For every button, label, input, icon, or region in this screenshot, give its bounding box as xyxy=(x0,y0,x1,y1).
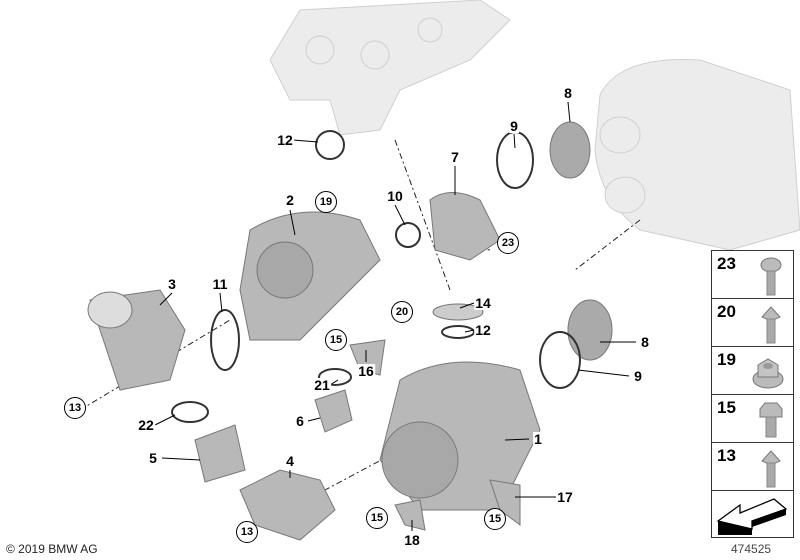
hex-bolt-icon xyxy=(759,402,783,438)
legend-number: 23 xyxy=(717,254,736,273)
callout-21: 21 xyxy=(313,377,331,393)
part-7-flex-pipe xyxy=(429,192,501,261)
fastener-legend: 23 20 19 15 13 xyxy=(711,250,794,538)
flange-nut-icon xyxy=(752,358,784,389)
callout-14: 14 xyxy=(474,295,492,311)
callout-3: 3 xyxy=(167,276,177,292)
callout-9-lower: 9 xyxy=(633,368,643,384)
legend-item: 15 xyxy=(712,395,793,443)
diagram-id: 474525 xyxy=(731,542,772,556)
circled-callout-13: 13 xyxy=(64,397,86,419)
callout-9: 9 xyxy=(509,118,519,134)
callout-11: 11 xyxy=(211,276,229,292)
direction-arrow-icon xyxy=(716,498,788,535)
legend-number: 20 xyxy=(717,302,736,321)
circled-callout-15-right: 15 xyxy=(484,508,506,530)
part-5-hose xyxy=(194,424,246,483)
legend-number: 13 xyxy=(717,446,736,465)
callout-18: 18 xyxy=(403,532,421,548)
circled-callout-23: 23 xyxy=(497,232,519,254)
part-6-hose xyxy=(314,389,353,433)
callout-6: 6 xyxy=(295,413,305,429)
collar-bolt-icon xyxy=(761,450,781,488)
callout-8-lower: 8 xyxy=(640,334,650,350)
callout-4: 4 xyxy=(285,453,295,469)
legend-number: 15 xyxy=(717,398,736,417)
callout-8: 8 xyxy=(563,85,573,101)
legend-item: 13 xyxy=(712,443,793,491)
callout-10: 10 xyxy=(386,188,404,204)
callout-16: 16 xyxy=(357,363,375,379)
circled-callout-20: 20 xyxy=(391,301,413,323)
copyright: © 2019 BMW AG xyxy=(6,542,98,556)
callout-7: 7 xyxy=(450,149,460,165)
circled-callout-13-lower: 13 xyxy=(236,521,258,543)
circled-callout-15: 15 xyxy=(325,329,347,351)
legend-item: 23 xyxy=(712,251,793,299)
view-direction-arrow xyxy=(712,491,793,537)
callout-22: 22 xyxy=(137,417,155,433)
callout-2: 2 xyxy=(285,192,295,208)
legend-item: 19 xyxy=(712,347,793,395)
gasket-12 xyxy=(315,130,345,160)
legend-number: 19 xyxy=(717,350,736,369)
callout-12-lower: 12 xyxy=(474,322,492,338)
torx-screw-icon xyxy=(760,257,782,296)
callout-1: 1 xyxy=(533,431,543,447)
callout-17: 17 xyxy=(556,489,574,505)
callout-5: 5 xyxy=(148,450,158,466)
flange-bolt-icon xyxy=(761,306,781,344)
callout-12: 12 xyxy=(276,132,294,148)
legend-item: 20 xyxy=(712,299,793,347)
circled-callout-15-lower: 15 xyxy=(366,507,388,529)
circled-callout-19: 19 xyxy=(315,191,337,213)
